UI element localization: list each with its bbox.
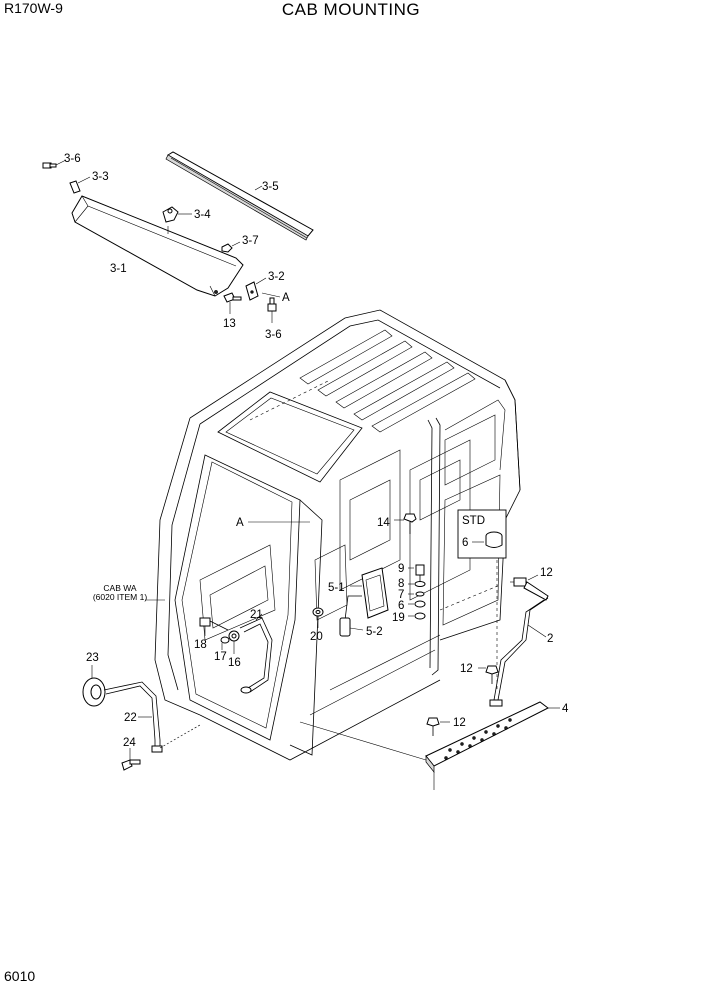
callout-9: 9 bbox=[398, 563, 404, 575]
callout-18: 18 bbox=[194, 639, 207, 651]
callout-3-2: 3-2 bbox=[268, 271, 285, 283]
callout-5-1: 5-1 bbox=[328, 582, 345, 594]
part-3-7-nut bbox=[221, 241, 241, 253]
part-3-6-screw-top bbox=[42, 159, 67, 169]
callout-6: 6 bbox=[398, 600, 404, 612]
part-23-cap bbox=[82, 665, 106, 707]
part-3-5-strip bbox=[165, 151, 314, 241]
part-3-3-clip bbox=[69, 176, 91, 194]
callout-24: 24 bbox=[123, 737, 136, 749]
std-label: STD bbox=[462, 515, 485, 527]
cab-note-line1: CAB WA bbox=[103, 583, 137, 593]
part-3-1-cover bbox=[71, 195, 244, 297]
callout-3-7: 3-7 bbox=[242, 235, 259, 247]
callout-3-5: 3-5 bbox=[262, 181, 279, 193]
std-box bbox=[457, 509, 507, 559]
callout-a-cab: A bbox=[236, 517, 244, 529]
callout-3-4: 3-4 bbox=[194, 209, 211, 221]
callout-a-top: A bbox=[282, 292, 290, 304]
callout-13: 13 bbox=[223, 318, 236, 330]
callout-12-mid: 12 bbox=[460, 663, 473, 675]
part-3-6-screw-bottom bbox=[267, 297, 277, 323]
part-3-2-bracket bbox=[245, 277, 267, 301]
part-4-step bbox=[299, 701, 560, 790]
callout-5-2: 5-2 bbox=[366, 626, 383, 638]
callout-7: 7 bbox=[398, 589, 404, 601]
part-21-handle bbox=[239, 613, 273, 694]
callout-3-3: 3-3 bbox=[92, 171, 109, 183]
part-2-handrail bbox=[489, 574, 549, 707]
callout-3-6-bottom: 3-6 bbox=[265, 329, 282, 341]
part-18-rod bbox=[199, 617, 229, 636]
part-20-washer bbox=[312, 607, 324, 628]
part-17-16-washers bbox=[220, 630, 240, 654]
model-code: R170W-9 bbox=[4, 0, 63, 16]
part-13-bolt bbox=[223, 292, 242, 314]
part-3-4-bracket bbox=[162, 206, 192, 223]
callout-12-low: 12 bbox=[453, 717, 466, 729]
callout-20: 20 bbox=[310, 631, 323, 643]
callout-14: 14 bbox=[377, 517, 390, 529]
callout-3-6-top: 3-6 bbox=[64, 153, 81, 165]
part-fastener-stack bbox=[408, 564, 426, 620]
part-22-grab-bar bbox=[103, 681, 201, 753]
callout-23: 23 bbox=[86, 652, 99, 664]
callout-22: 22 bbox=[124, 712, 137, 724]
cab-note-line2: (6020 ITEM 1) bbox=[93, 592, 147, 602]
callout-6-std: 6 bbox=[462, 537, 468, 549]
callout-17: 17 bbox=[214, 651, 227, 663]
page-title: CAB MOUNTING bbox=[281, 0, 421, 19]
part-12-bolt-mid bbox=[478, 665, 499, 684]
callout-12-right: 12 bbox=[540, 567, 553, 579]
callout-21: 21 bbox=[250, 609, 263, 621]
callout-16: 16 bbox=[228, 657, 241, 669]
part-5-mirror bbox=[339, 567, 389, 637]
part-12-bolt-low bbox=[426, 717, 450, 736]
callout-4: 4 bbox=[562, 703, 569, 715]
callout-8: 8 bbox=[398, 578, 404, 590]
part-24-bolt bbox=[121, 748, 141, 771]
part-14-bolt bbox=[394, 513, 417, 534]
page-number: 6010 bbox=[4, 968, 36, 984]
callout-3-1: 3-1 bbox=[110, 263, 127, 275]
callout-2: 2 bbox=[547, 633, 553, 645]
callout-19: 19 bbox=[392, 612, 405, 624]
